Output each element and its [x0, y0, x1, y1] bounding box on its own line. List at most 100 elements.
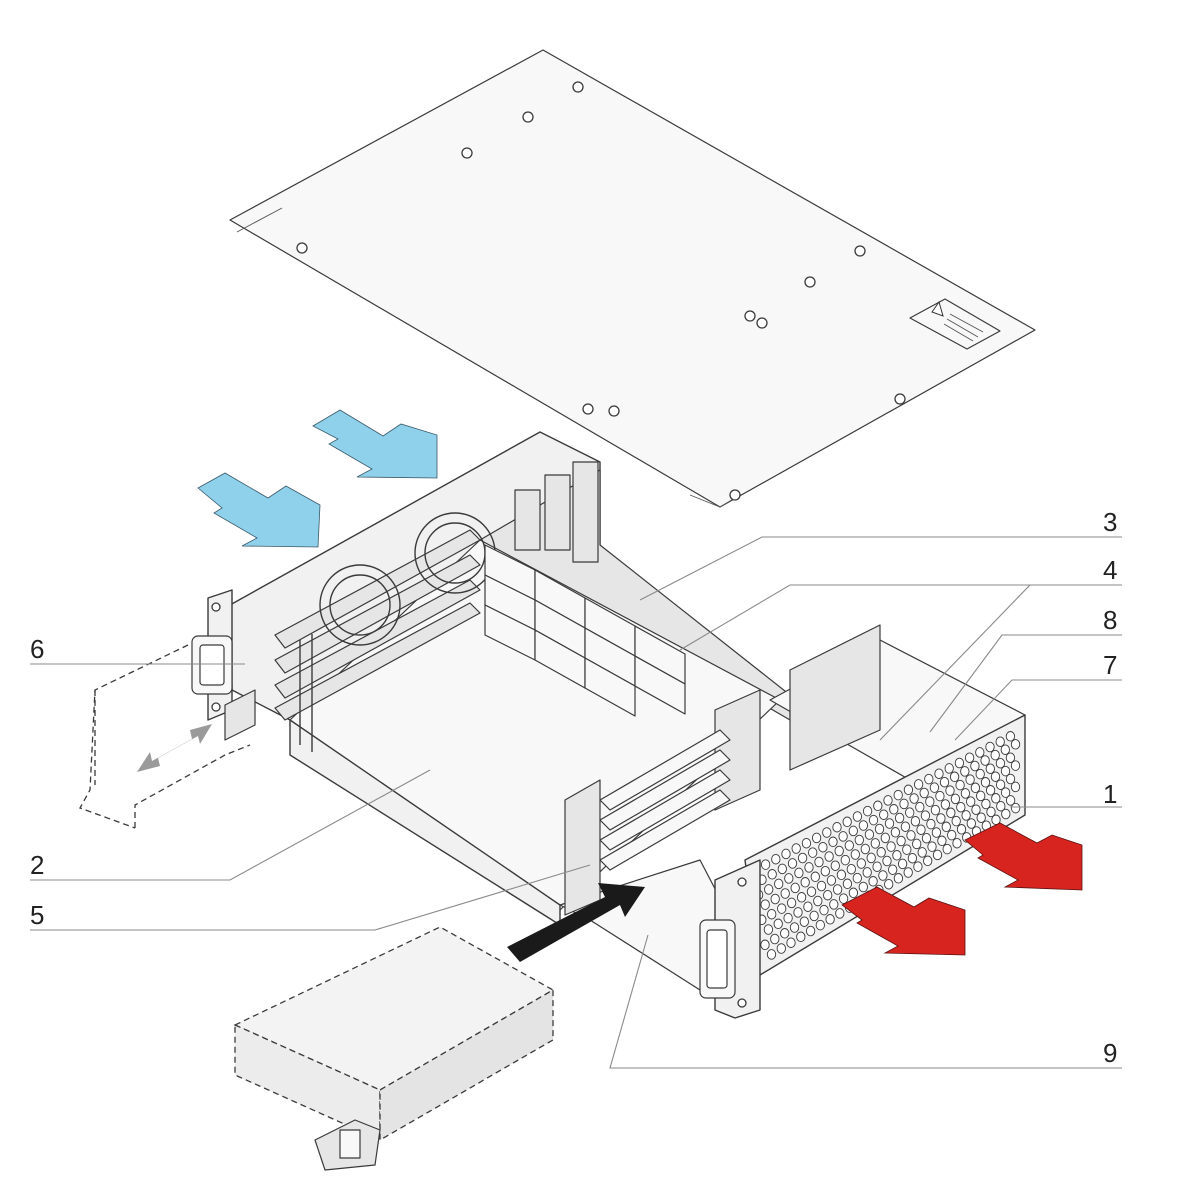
perforation-hole [930, 804, 941, 816]
perforation-hole [814, 856, 824, 868]
airflow-exhaust-arrow-2 [841, 886, 966, 956]
warning-label-sticker [909, 298, 1001, 350]
leader-2 [30, 769, 431, 881]
plug-in-module [233, 926, 555, 1171]
callout-1: 1 [1103, 779, 1117, 809]
airflow-intake-arrow-1 [197, 472, 321, 548]
perforation-hole [789, 922, 800, 933]
perforation-hole [822, 827, 832, 838]
perforation-hole [838, 893, 849, 904]
perforation-hole [892, 850, 902, 861]
rear-card-guides [274, 529, 481, 752]
perforation-hole [946, 807, 956, 819]
perforation-hole [921, 832, 932, 844]
top-cover-plate [229, 49, 1036, 508]
perforation-hole [913, 861, 923, 872]
perforation-hole [1005, 731, 1016, 742]
perforation-hole [926, 818, 936, 830]
perforation-hole [927, 841, 937, 852]
callout-6: 6 [30, 634, 44, 664]
perforation-hole [1000, 765, 1011, 777]
cover-screw-holes [296, 81, 906, 501]
perforation-hole [809, 910, 819, 922]
leader-8 [929, 634, 1122, 733]
perforation-hole [838, 831, 848, 842]
perforation-hole [937, 835, 947, 847]
perforation-hole [850, 849, 860, 860]
leader-7 [954, 679, 1122, 741]
perforation-hole [872, 861, 882, 872]
perforation-hole [784, 873, 794, 884]
perforation-hole [804, 862, 814, 873]
perforation-hole [832, 821, 842, 833]
perforation-hole [923, 855, 933, 867]
perforation-hole [760, 859, 771, 870]
perforation-hole [766, 949, 777, 960]
perforation-hole [944, 763, 954, 774]
perforation-hole [819, 904, 829, 916]
perforation-hole [797, 852, 808, 864]
perforation-hole [860, 843, 870, 855]
perforation-hole [787, 858, 798, 869]
perforation-hole [913, 779, 924, 790]
perforation-hole [951, 815, 961, 827]
callout-labels: 1 2 3 4 5 6 7 8 9 [30, 507, 1117, 1068]
perforation-hole [874, 823, 885, 835]
callout-2: 2 [30, 850, 44, 880]
perforation-hole [808, 847, 818, 858]
slide-direction-arrow [137, 724, 212, 772]
perforation-hole [854, 834, 864, 846]
perforation-hole [858, 820, 869, 831]
perforation-hole [820, 865, 830, 877]
perforation-hole [796, 892, 807, 903]
perforation-hole [934, 768, 944, 779]
perforation-hole [986, 806, 996, 818]
perforation-hole [1000, 787, 1011, 798]
perforation-hole [884, 878, 894, 890]
perforation-hole [844, 840, 854, 851]
rack-rail-outline [79, 644, 251, 829]
leader-4 [679, 584, 1122, 651]
perforation-hole [791, 843, 801, 854]
perforation-hole [786, 897, 797, 909]
perforation-hole [991, 793, 1001, 804]
leader-3 [639, 536, 1122, 601]
perforation-hole [985, 741, 995, 753]
callout-3: 3 [1103, 507, 1117, 537]
perforation-hole [889, 804, 899, 815]
perforation-hole [793, 907, 803, 918]
perforation-hole [894, 812, 905, 824]
perforation-hole [915, 801, 925, 813]
perforation-hole [935, 790, 945, 802]
right-rack-ear [699, 859, 761, 1019]
perforation-pattern [750, 731, 1021, 960]
perforation-hole [856, 858, 866, 869]
perforation-hole [903, 784, 914, 796]
perforation-hole [770, 893, 780, 905]
perforation-hole [903, 867, 913, 878]
rear-connector-block [514, 461, 599, 563]
perforation-hole [995, 757, 1006, 769]
perforation-hole [835, 908, 845, 919]
perforation-hole [890, 827, 901, 838]
perforation-hole [975, 768, 985, 780]
perforation-hole [1010, 760, 1021, 771]
perforation-hole [801, 837, 812, 849]
airflow-intake-arrow-2 [312, 409, 438, 479]
perforation-hole [970, 760, 980, 772]
callout-leader-lines [30, 536, 1122, 1069]
perforation-hole [971, 804, 981, 815]
perforation-hole [965, 774, 975, 785]
airflow-intake-arrows [197, 409, 438, 548]
perforation-hole [826, 875, 837, 886]
perforation-hole [996, 800, 1006, 812]
perforation-hole [941, 821, 951, 833]
perforation-hole [956, 824, 967, 835]
left-rack-ear [191, 589, 256, 741]
perforation-hole [776, 943, 786, 954]
perforation-hole [829, 899, 839, 910]
perforation-hole [976, 790, 986, 802]
perforation-hole [995, 736, 1005, 747]
perforation-hole [975, 747, 985, 758]
